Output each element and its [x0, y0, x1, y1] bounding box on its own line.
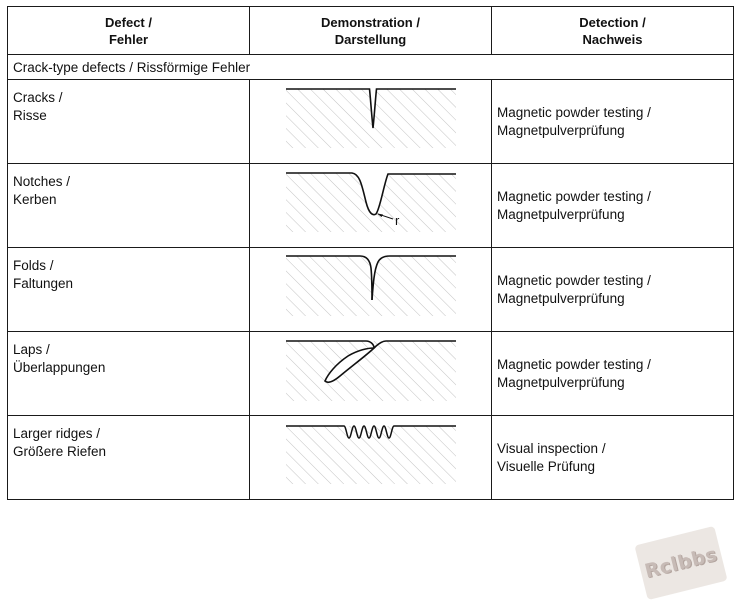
table-row: Larger ridges / Größere Riefen Visual in…	[7, 415, 734, 500]
defect-cell: Larger ridges / Größere Riefen	[7, 415, 250, 500]
defect-cell: Laps / Überlappungen	[7, 331, 250, 416]
header-detection: Detection / Nachweis	[491, 6, 734, 55]
detection-cell: Magnetic powder testing / Magnetpulverpr…	[491, 79, 734, 164]
notch-diagram: r	[249, 163, 492, 248]
defect-cell: Folds / Faltungen	[7, 247, 250, 332]
crack-diagram	[249, 79, 492, 164]
detection-cell: Magnetic powder testing / Magnetpulverpr…	[491, 247, 734, 332]
detection-cell: Visual inspection / Visuelle Prüfung	[491, 415, 734, 500]
detection-cell: Magnetic powder testing / Magnetpulverpr…	[491, 331, 734, 416]
table-row: Notches / Kerben r Mag	[7, 163, 734, 248]
table-row: Cracks / Risse Magnetic powder testing /…	[7, 79, 734, 164]
watermark-logo: Rclbbs	[634, 525, 728, 601]
defect-cell: Cracks / Risse	[7, 79, 250, 164]
fold-diagram	[249, 247, 492, 332]
table-row: Laps / Überlappungen Magnetic powder tes…	[7, 331, 734, 416]
defects-table: Defect / Fehler Demonstration / Darstell…	[7, 6, 734, 500]
defect-cell: Notches / Kerben	[7, 163, 250, 248]
lap-diagram	[249, 331, 492, 416]
header-defect: Defect / Fehler	[7, 6, 250, 55]
crack-diagram-svg	[286, 88, 456, 148]
header-row: Defect / Fehler Demonstration / Darstell…	[7, 6, 734, 55]
section-row: Crack-type defects / Rissförmige Fehler	[7, 54, 734, 80]
section-title: Crack-type defects / Rissförmige Fehler	[7, 54, 734, 80]
table-row: Folds / Faltungen Magnetic powder testi	[7, 247, 734, 332]
notch-diagram-svg: r	[286, 172, 456, 232]
ridges-diagram-svg	[286, 425, 456, 484]
ridges-diagram	[249, 415, 492, 500]
detection-cell: Magnetic powder testing / Magnetpulverpr…	[491, 163, 734, 248]
fold-diagram-svg	[286, 255, 456, 316]
radius-label: r	[395, 213, 400, 228]
header-demonstration: Demonstration / Darstellung	[249, 6, 492, 55]
lap-diagram-svg	[286, 340, 456, 401]
